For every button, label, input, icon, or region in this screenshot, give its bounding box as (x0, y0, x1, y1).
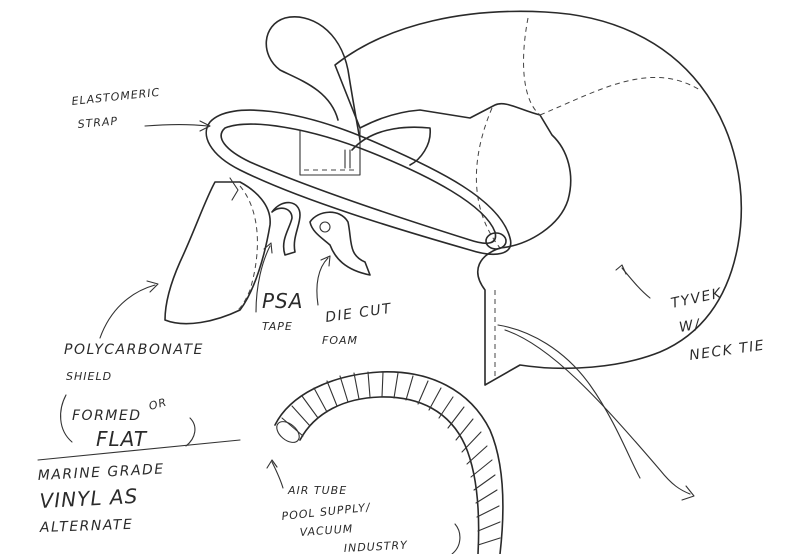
label-alternate: ALTERNATE (39, 517, 134, 536)
top-strap-loop (266, 17, 430, 165)
label-or: OR (147, 396, 168, 413)
polycarbonate-shield (165, 178, 270, 324)
label-vacuum: VACUUM (299, 522, 353, 539)
label-shield: SHIELD (66, 370, 112, 383)
label-flat: FLAT (96, 427, 148, 451)
pool-bracket-right (452, 524, 460, 554)
label-tyvek: TYVEK (670, 285, 725, 312)
label-marine-grade: MARINE GRADE (37, 461, 165, 484)
label-strap: STRAP (77, 115, 118, 131)
psa-tape-piece (272, 203, 300, 255)
tyvek-hood (300, 11, 741, 385)
label-formed: FORMED (72, 408, 142, 424)
neck-tie-string (498, 325, 694, 500)
formed-bracket-right (186, 418, 195, 446)
label-industry: INDUSTRY (343, 539, 408, 554)
label-psa: PSA (262, 289, 303, 313)
label-vinyl-as: VINYL AS (39, 484, 139, 513)
label-neck-tie: NECK TIE (688, 338, 766, 364)
label-pool-supply: POOL SUPPLY/ (281, 501, 372, 523)
die-cut-foam-piece (310, 212, 370, 275)
label-foam: FOAM (322, 334, 358, 347)
formed-bracket-left (61, 395, 72, 442)
label-elastomeric: ELASTOMERIC (71, 86, 161, 108)
label-die-cut: DIE CUT (324, 301, 393, 326)
label-tape: TAPE (262, 320, 293, 333)
label-tyvek-w: W/ (678, 316, 702, 336)
label-air-tube: AIR TUBE (287, 484, 347, 497)
label-polycarbonate: POLYCARBONATE (64, 342, 204, 358)
